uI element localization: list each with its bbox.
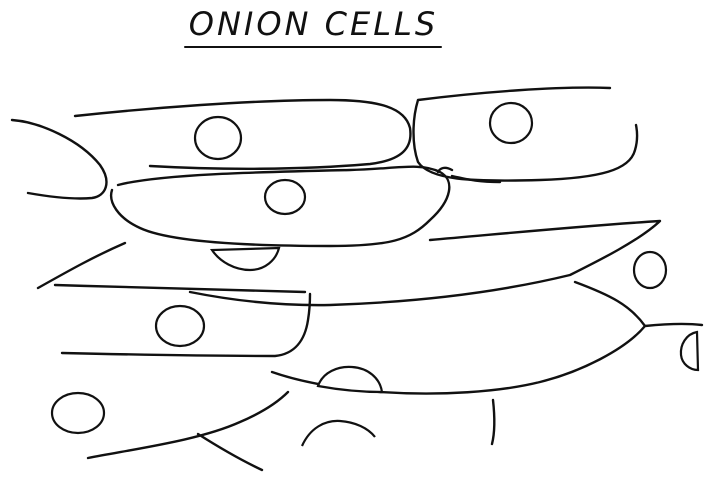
nuclei xyxy=(52,103,698,446)
nucleus-far-right xyxy=(681,332,698,370)
cell-wall-middle xyxy=(111,167,500,246)
nucleus-under-middle xyxy=(212,248,279,270)
cell-wall-bottom-left xyxy=(88,392,288,470)
nucleus-bottom-middle xyxy=(302,421,375,446)
cell-wall-left-top xyxy=(12,120,106,199)
cell-wall-top-middle xyxy=(75,100,410,169)
nucleus-top-middle xyxy=(195,117,241,159)
cell-wall-bottom-divider xyxy=(492,400,494,444)
nucleus-right-edge xyxy=(634,252,666,288)
nucleus-lower-left xyxy=(156,306,204,346)
nucleus-top-right xyxy=(490,103,532,143)
nucleus-middle xyxy=(265,180,305,214)
nucleus-lower-middle xyxy=(318,367,382,392)
nucleus-bottom-left xyxy=(52,393,104,433)
cell-wall-long-diagonal xyxy=(38,221,660,305)
cell-walls xyxy=(12,88,702,470)
